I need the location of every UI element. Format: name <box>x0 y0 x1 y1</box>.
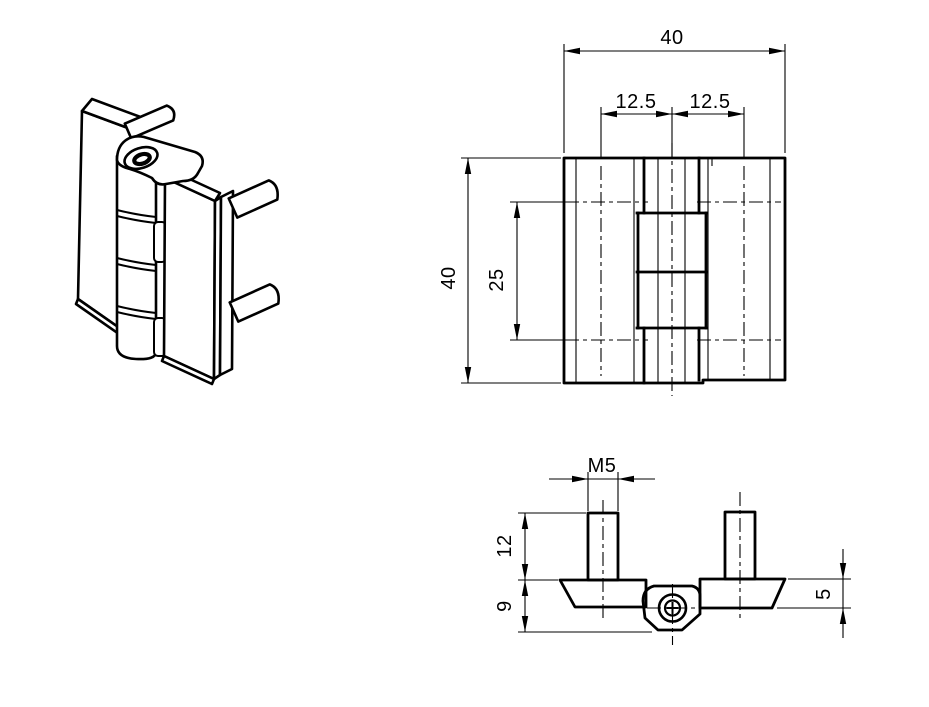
iso-barrel <box>115 154 158 361</box>
dim-stud-length: 12 <box>494 512 586 581</box>
dim-stud-pitch: 12.5 12.5 <box>600 91 745 157</box>
dim-stud-row-spacing-label: 25 <box>486 268 508 291</box>
dim-overall-height-label: 40 <box>438 266 460 289</box>
iso-front-leaf-stud-bottom <box>228 283 280 323</box>
front-barrel-thin-lines <box>633 159 709 382</box>
iso-front-leaf-face <box>162 176 217 381</box>
bottom-barrel-hub <box>641 584 702 632</box>
iso-back-leaf-stud <box>123 104 176 140</box>
iso-front-leaf-bottom-face <box>160 354 216 386</box>
iso-countersink <box>123 145 159 171</box>
front-barrel-knuckle-edges <box>636 156 708 385</box>
dim-stud-row-spacing: 25 <box>486 201 566 341</box>
iso-knuckle-joint-3 <box>116 305 157 320</box>
dim-stud-pitch-left-label: 12.5 <box>616 91 657 113</box>
dim-thread-label: M5 <box>588 455 617 477</box>
iso-pivot-hole <box>132 151 152 167</box>
dim-overall-depth-label: 9 <box>494 600 516 612</box>
bottom-stud-left <box>586 511 620 582</box>
dim-leaf-thickness-label: 5 <box>813 588 835 600</box>
dim-overall-width: 40 <box>563 27 786 153</box>
bottom-view: M5 12 9 5 <box>494 455 851 645</box>
dim-overall-width-label: 40 <box>660 27 683 49</box>
isometric-view <box>74 97 280 386</box>
front-leaf-edge-lines <box>575 158 771 382</box>
iso-front-leaf-edge-face <box>218 189 235 377</box>
bottom-centerline-hub <box>647 584 699 645</box>
iso-knuckle-joint-2 <box>116 257 157 272</box>
dim-thread: M5 <box>549 455 655 511</box>
bottom-right-leaf <box>698 577 787 610</box>
dim-stud-length-label: 12 <box>494 534 516 557</box>
dim-overall-depth: 9 <box>494 580 652 633</box>
dim-overall-height: 40 <box>438 157 561 384</box>
bottom-stud-right <box>723 510 757 581</box>
front-view: 40 12.5 12.5 40 25 <box>438 27 787 396</box>
iso-knuckle-joint-1 <box>116 209 157 224</box>
iso-front-leaf-stud-top <box>227 179 279 219</box>
dim-stud-pitch-right-label: 12.5 <box>690 91 731 113</box>
dim-leaf-thickness: 5 <box>777 549 851 638</box>
front-outline <box>562 156 787 385</box>
